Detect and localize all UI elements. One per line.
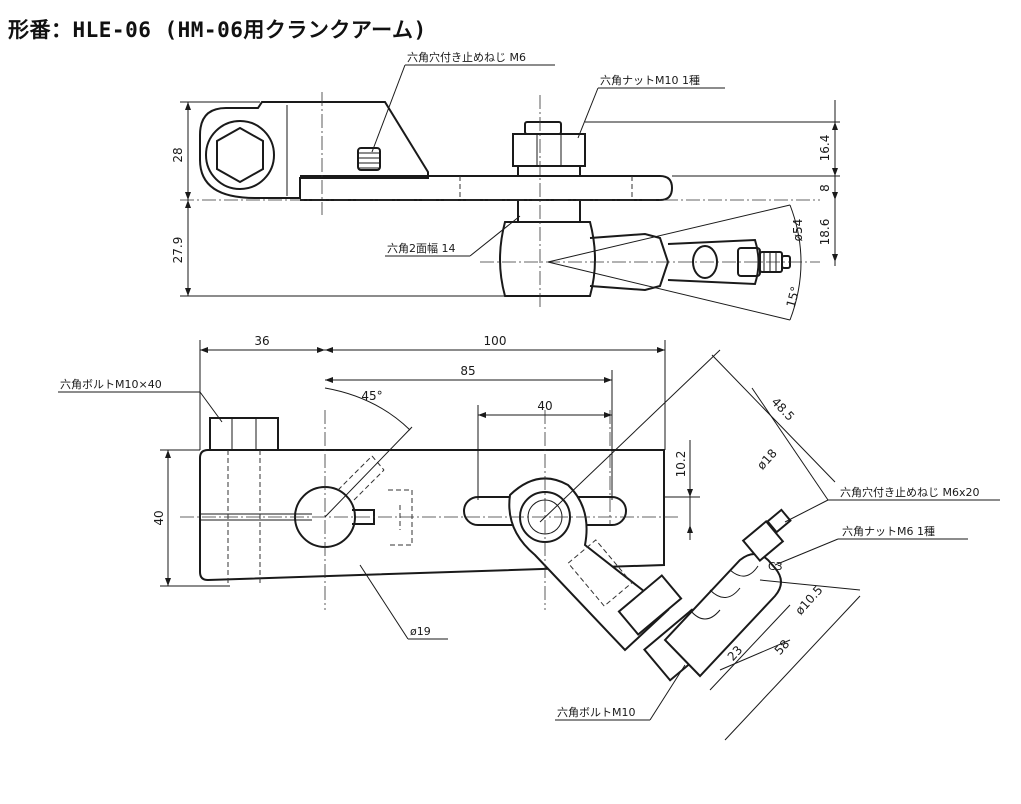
dim-40-left: 40	[152, 510, 166, 525]
top-view	[180, 64, 840, 321]
label-bolt-m10x40: 六角ボルトM10×40	[60, 378, 162, 391]
page-title: 形番：HLE-06 (HM-06用クランクアーム)	[8, 18, 427, 42]
dim-10-2: 10.2	[674, 451, 688, 478]
dim-phi10-5: ø10.5	[792, 583, 825, 618]
front-view	[58, 340, 1000, 741]
dim-16-4: 16.4	[818, 135, 832, 162]
dim-15deg: 15°	[784, 285, 803, 309]
dim-45deg: 45°	[361, 389, 382, 403]
label-set-screw-m6x20: 六角穴付き止めねじ M6x20	[840, 485, 980, 499]
label-nut-m6: 六角ナットM6 1種	[842, 524, 935, 538]
dim-phi54: ø54	[791, 219, 805, 242]
label-c3: C3	[768, 560, 783, 573]
label-nut-m10: 六角ナットM10 1種	[600, 73, 700, 87]
label-phi19: ø19	[410, 625, 431, 638]
dim-phi18: ø18	[754, 446, 780, 472]
dim-27-9: 27.9	[171, 237, 185, 264]
dim-8: 8	[818, 184, 832, 192]
label-bolt-m10: 六角ボルトM10	[557, 706, 636, 719]
dim-18-6: 18.6	[818, 219, 832, 246]
dim-40-top: 40	[537, 399, 552, 413]
label-set-screw-m6: 六角穴付き止めねじ M6	[407, 50, 526, 64]
dim-85: 85	[460, 364, 475, 378]
dim-36: 36	[254, 334, 269, 348]
dim-100: 100	[484, 334, 507, 348]
label-hex-width: 六角2面幅 14	[387, 242, 456, 255]
dim-28: 28	[171, 147, 185, 162]
